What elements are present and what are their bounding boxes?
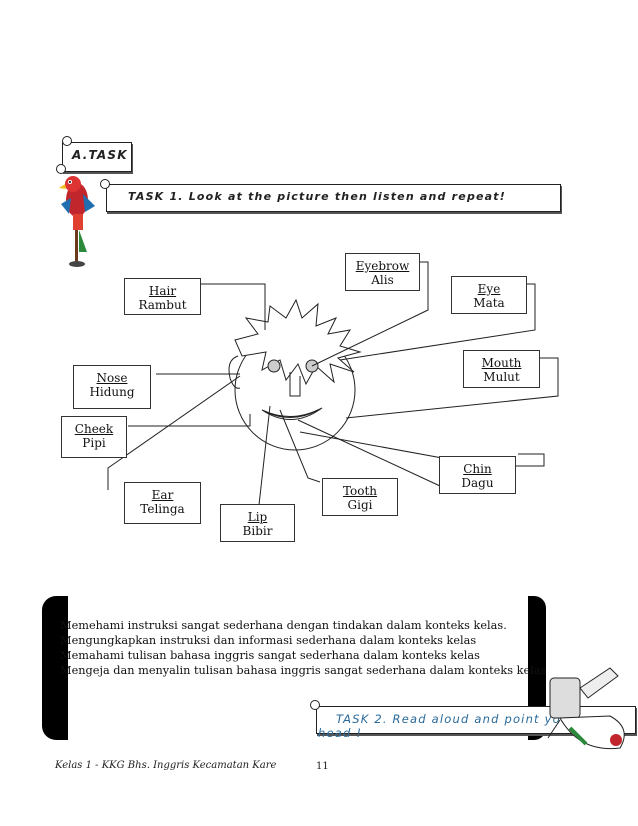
face-diagram bbox=[107, 261, 559, 515]
task2-title-line2: head ! bbox=[318, 726, 363, 740]
objectives-right-bar bbox=[528, 596, 546, 740]
label-id: Mata bbox=[473, 296, 505, 310]
label-ear: Ear Telinga bbox=[124, 482, 201, 524]
label-eyebrow: Eyebrow Alis bbox=[345, 253, 420, 291]
section-banner bbox=[62, 142, 132, 172]
label-en: Tooth bbox=[342, 484, 378, 498]
objectives-left-bar bbox=[42, 596, 68, 740]
task2-title: TASK 2. Read aloud and point your own he… bbox=[318, 712, 607, 740]
section-title: A.TASK bbox=[72, 148, 128, 162]
label-id: Hidung bbox=[89, 385, 135, 399]
label-hair: Hair Rambut bbox=[124, 278, 201, 315]
objective-item: Mengungkapkan instruksi dan informasi se… bbox=[60, 634, 477, 647]
label-en: Lip bbox=[247, 510, 268, 524]
label-cheek: Cheek Pipi bbox=[61, 416, 127, 458]
label-mouth: Mouth Mulut bbox=[463, 350, 540, 388]
label-id: Telinga bbox=[140, 502, 185, 516]
objectives-list: Memehami instruksi sangat sederhana deng… bbox=[60, 618, 546, 678]
label-id: Gigi bbox=[347, 498, 373, 512]
label-lip: Lip Bibir bbox=[220, 504, 295, 542]
label-id: Mulut bbox=[483, 370, 520, 384]
label-en: Ear bbox=[151, 488, 174, 502]
task1-banner bbox=[106, 184, 561, 212]
objective-item: Mengeja dan menyalin tulisan bahasa ingg… bbox=[60, 664, 547, 677]
label-id: Bibir bbox=[242, 524, 273, 538]
label-en: Hair bbox=[148, 284, 177, 298]
label-id: Rambut bbox=[138, 298, 187, 312]
label-en: Eye bbox=[477, 282, 501, 296]
objective-item: Memehami instruksi sangat sederhana deng… bbox=[60, 619, 507, 632]
banner-curl bbox=[62, 136, 72, 146]
label-en: Mouth bbox=[481, 356, 522, 370]
label-tooth: Tooth Gigi bbox=[322, 478, 398, 516]
page-number: 11 bbox=[316, 761, 329, 772]
task2-title-line1: TASK 2. Read aloud and point your own bbox=[336, 712, 608, 726]
banner-curl bbox=[56, 164, 66, 174]
task1-title: TASK 1. Look at the picture then listen … bbox=[128, 190, 506, 203]
label-eye: Eye Mata bbox=[451, 276, 527, 314]
label-en: Chin bbox=[463, 462, 492, 476]
banner-curl bbox=[310, 700, 320, 710]
label-id: Pipi bbox=[82, 436, 106, 450]
tools-illustration-icon bbox=[547, 667, 625, 750]
footer-text: Kelas 1 - KKG Bhs. Inggris Kecamatan Kar… bbox=[55, 760, 277, 771]
label-id: Dagu bbox=[461, 476, 494, 490]
label-id: Alis bbox=[371, 273, 394, 287]
parrot-mascot-icon bbox=[59, 176, 95, 267]
label-nose: Nose Hidung bbox=[73, 365, 151, 409]
label-en: Eyebrow bbox=[355, 259, 410, 273]
label-en: Nose bbox=[96, 371, 128, 385]
label-chin: Chin Dagu bbox=[439, 456, 516, 494]
label-en: Cheek bbox=[74, 422, 114, 436]
objective-item: Memahami tulisan bahasa inggris sangat s… bbox=[60, 649, 480, 662]
banner-curl bbox=[100, 179, 110, 189]
